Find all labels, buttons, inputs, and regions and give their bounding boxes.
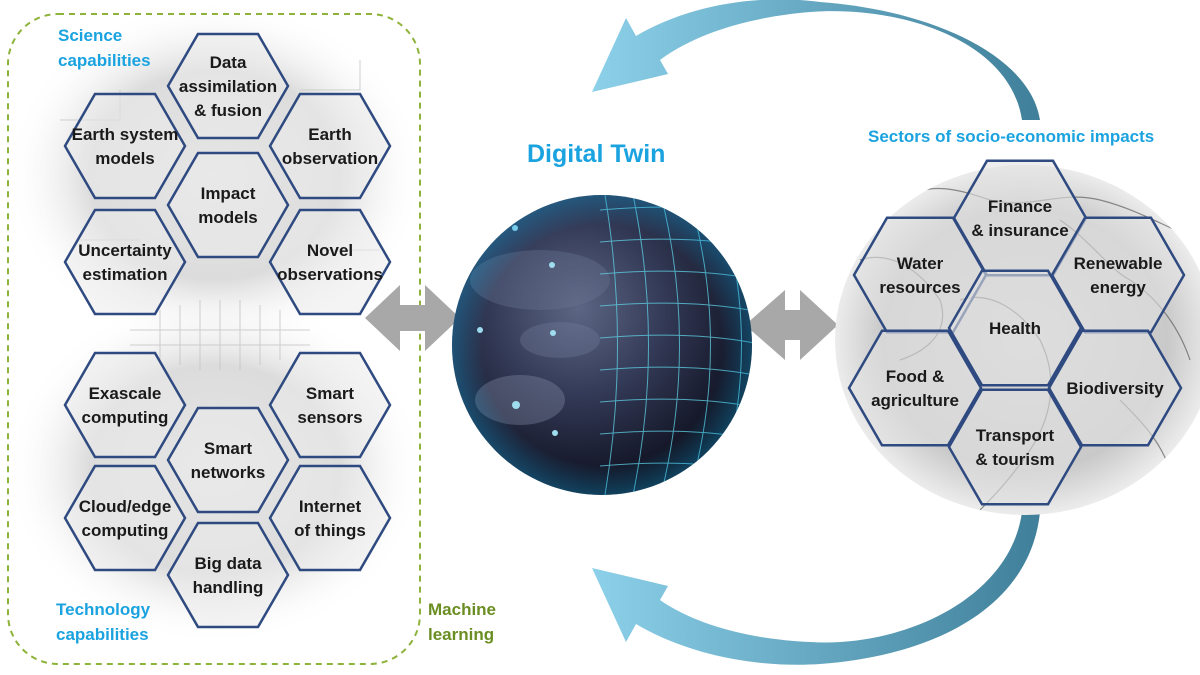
technology-hex: Big data handling <box>166 521 290 629</box>
technology-hex-shape <box>166 406 290 514</box>
science-hex: Novel observations <box>268 208 392 316</box>
science-hex: Earth observation <box>268 92 392 200</box>
sector-hex: Renewable energy <box>1050 216 1186 334</box>
science-hex: Impact models <box>166 151 290 259</box>
science-hex-label: & fusion <box>194 101 262 120</box>
technology-hex-shape <box>268 464 392 572</box>
science-hex-label: Impact <box>201 184 256 203</box>
technology-hex-shape <box>63 464 187 572</box>
science-hex-label: Data <box>210 53 247 72</box>
technology-hex-shape <box>63 351 187 459</box>
science-hex-label: assimilation <box>179 77 277 96</box>
science-hex: Uncertainty estimation <box>63 208 187 316</box>
sectors-label: Sectors of socio-economic impacts <box>868 127 1154 146</box>
digital-twin-globe <box>452 195 752 495</box>
sector-hex-label: Biodiversity <box>1066 379 1164 398</box>
sector-hex: Biodiversity <box>1047 329 1183 447</box>
technology-hex-group: ExascalecomputingSmartsensorsSmartnetwor… <box>63 351 392 629</box>
technology-hex-label: Big data <box>194 554 262 573</box>
sector-hex: Food & agriculture <box>847 329 983 447</box>
sector-hex: Finance & insurance <box>952 159 1088 277</box>
science-hex-shape <box>166 151 290 259</box>
sector-hex-label: Health <box>989 319 1041 338</box>
science-hex-label: models <box>198 208 258 227</box>
sector-hex: Health <box>947 269 1083 387</box>
sector-hex-label: Food & <box>886 367 945 386</box>
science-label-line1: Science <box>58 26 122 45</box>
science-hex-shape <box>268 208 392 316</box>
panel-border <box>7 13 421 665</box>
top-cycle-arrow <box>592 0 1040 120</box>
technology-hex-label: Internet <box>299 497 362 516</box>
technology-hex: Smart sensors <box>268 351 392 459</box>
science-hex-label: Earth <box>308 125 351 144</box>
left-double-arrow <box>365 285 460 351</box>
sector-hex-shape <box>1047 329 1183 447</box>
science-hex-label: Uncertainty <box>78 241 172 260</box>
science-hex-label: estimation <box>82 265 167 284</box>
science-hex-shape <box>268 92 392 200</box>
sector-hex-label: & tourism <box>975 450 1054 469</box>
machine-learning-line2: learning <box>428 625 494 644</box>
technology-hex-label: handling <box>193 578 264 597</box>
science-hex-label: Novel <box>307 241 353 260</box>
technology-hex-label: Smart <box>306 384 355 403</box>
sector-hex-label: Renewable <box>1074 254 1163 273</box>
science-hex-shape <box>63 208 187 316</box>
sector-hex-label: Transport <box>976 426 1055 445</box>
technology-hex-shape <box>166 521 290 629</box>
sector-hex-label: Water <box>897 254 944 273</box>
sector-hex: Transport & tourism <box>947 388 1083 506</box>
technology-hex-shape <box>268 351 392 459</box>
right-double-arrow <box>745 290 838 360</box>
technology-label-line2: capabilities <box>56 625 149 644</box>
technology-hex: Exascale computing <box>63 351 187 459</box>
technology-hex: Internet of things <box>268 464 392 572</box>
machine-learning-line1: Machine <box>428 600 496 619</box>
science-label-line2: capabilities <box>58 51 151 70</box>
technology-hex-label: computing <box>82 408 169 427</box>
science-hex: Data assimilation & fusion <box>166 32 290 140</box>
technology-hex-label: of things <box>294 521 366 540</box>
bottom-cycle-arrow <box>592 512 1040 665</box>
technology-hex-label: sensors <box>297 408 362 427</box>
technology-hex-label: Smart <box>204 439 253 458</box>
technology-hex: Cloud/edge computing <box>63 464 187 572</box>
science-hex-label: observations <box>277 265 383 284</box>
sector-hex: Water resources <box>852 216 988 334</box>
sector-hex-shape <box>947 269 1083 387</box>
digital-twin-title: Digital Twin <box>527 140 665 168</box>
capabilities-panel: Science capabilities Technology capabili… <box>5 0 425 665</box>
science-hex-shape <box>166 32 290 140</box>
science-hex-shape <box>63 92 187 200</box>
science-hex-label: models <box>95 149 155 168</box>
technology-hex-label: Exascale <box>89 384 162 403</box>
sector-hex-shape <box>947 388 1083 506</box>
technology-label-line1: Technology <box>56 600 151 619</box>
science-hex-label: observation <box>282 149 378 168</box>
science-hex: Earth system models <box>63 92 187 200</box>
sector-hex-shape <box>1050 216 1186 334</box>
technology-hex: Smart networks <box>166 406 290 514</box>
sector-hex-label: energy <box>1090 278 1146 297</box>
sector-hex-label: agriculture <box>871 391 959 410</box>
technology-hex-label: networks <box>191 463 266 482</box>
technology-hex-label: Cloud/edge <box>79 497 172 516</box>
technology-hex-label: computing <box>82 521 169 540</box>
sector-hex-label: & insurance <box>971 221 1068 240</box>
sector-hex-label: resources <box>879 278 960 297</box>
sector-hex-label: Finance <box>988 197 1052 216</box>
science-hex-label: Earth system <box>72 125 179 144</box>
sector-hex-shape <box>847 329 983 447</box>
